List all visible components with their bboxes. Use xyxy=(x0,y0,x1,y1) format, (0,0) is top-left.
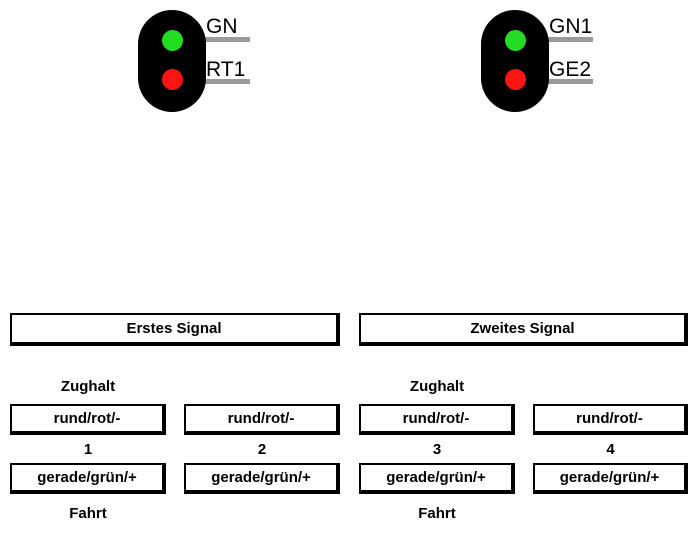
output-3-bottom-box: gerade/grün/+ xyxy=(359,463,515,494)
signal-2-head xyxy=(481,10,549,112)
green-lamp-icon xyxy=(162,30,183,51)
red-lamp-icon xyxy=(162,69,183,90)
output-3-number: 3 xyxy=(432,441,442,458)
output-2-top-box: rund/rot/- xyxy=(184,404,340,435)
caption-fahrt-second: Fahrt xyxy=(418,505,456,522)
output-2-bottom-box: gerade/grün/+ xyxy=(184,463,340,494)
output-1-number: 1 xyxy=(83,441,93,458)
signal-2-lead-bottom xyxy=(543,79,593,84)
signal-1-lead-top xyxy=(200,37,250,42)
signal-1-head xyxy=(138,10,206,112)
signal-1-lead-bottom xyxy=(200,79,250,84)
caption-fahrt-first: Fahrt xyxy=(69,505,107,522)
signal-2-lamp-label-top: GN1 xyxy=(549,15,593,38)
output-1-bottom-box: gerade/grün/+ xyxy=(10,463,166,494)
output-4-bottom-box: gerade/grün/+ xyxy=(533,463,688,494)
signal-1-lamp-label-top: GN xyxy=(206,15,238,38)
section-title-first: Erstes Signal xyxy=(10,313,340,346)
signal-2-lamp-label-bottom: GE2 xyxy=(549,58,592,81)
output-2-number: 2 xyxy=(257,441,267,458)
red-lamp-icon xyxy=(505,69,526,90)
signal-1-lamp-label-bottom: RT1 xyxy=(206,58,246,81)
output-1-top-box: rund/rot/- xyxy=(10,404,166,435)
section-title-second: Zweites Signal xyxy=(359,313,688,346)
output-3-top-box: rund/rot/- xyxy=(359,404,515,435)
green-lamp-icon xyxy=(505,30,526,51)
output-4-top-box: rund/rot/- xyxy=(533,404,688,435)
output-4-number: 4 xyxy=(606,441,615,458)
caption-zughalt-first: Zughalt xyxy=(60,378,116,395)
signal-2-lead-top xyxy=(543,37,593,42)
caption-zughalt-second: Zughalt xyxy=(409,378,465,395)
